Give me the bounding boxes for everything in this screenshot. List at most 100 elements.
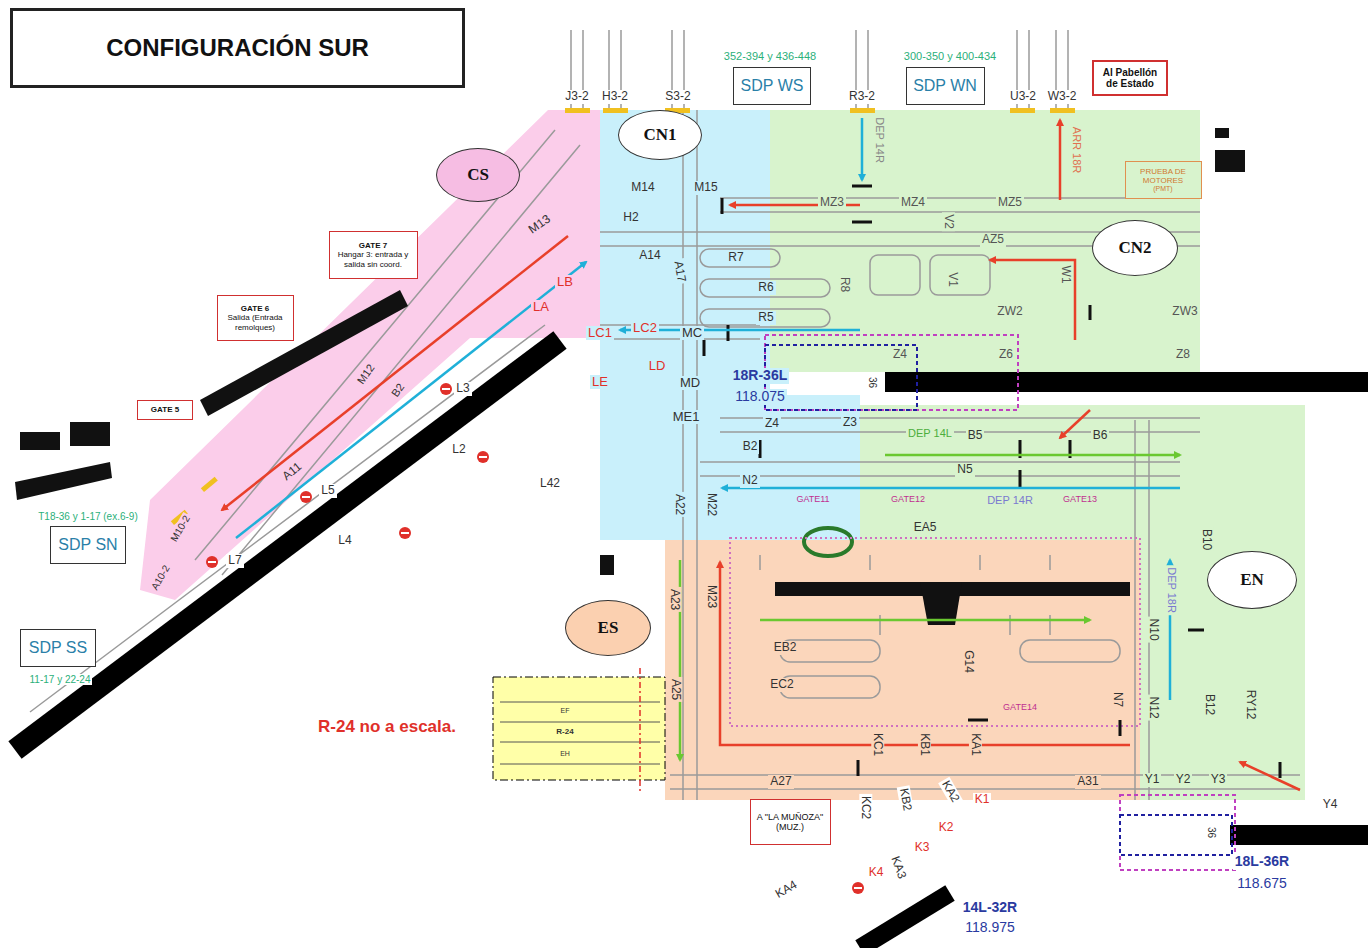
- map-label: RY12: [1243, 688, 1256, 722]
- taxiway-outline: [30, 130, 580, 712]
- taxiway-outline: [1020, 640, 1120, 662]
- map-label: A27: [768, 775, 793, 788]
- traffic-flow-arrow: [990, 260, 1075, 340]
- building: [15, 462, 112, 500]
- map-label: Y2: [1174, 773, 1193, 786]
- sector-box: SDP SN: [50, 526, 126, 564]
- map-label: A25: [669, 677, 682, 702]
- map-label: Y3: [1209, 773, 1228, 786]
- map-label: 118.975: [963, 920, 1017, 935]
- map-label: EA5: [912, 521, 939, 534]
- building: [920, 582, 962, 625]
- zone-ellipse: CN1: [618, 110, 702, 160]
- map-label: MZ3: [818, 196, 846, 209]
- map-label: B5: [966, 429, 985, 442]
- gate-box: GATE 6Salida (Entrada remolques): [217, 295, 294, 341]
- taxiway-outline: [571, 30, 1068, 110]
- map-label: R5: [756, 311, 775, 324]
- map-label: L7: [226, 554, 243, 567]
- map-label: EC2: [768, 678, 795, 691]
- map-label: B10: [1200, 527, 1213, 552]
- map-label: N7: [1111, 690, 1124, 709]
- map-label: KC2: [859, 794, 872, 821]
- sector-box: SDP WS: [733, 67, 811, 105]
- sector-box: SDP SS: [20, 629, 96, 667]
- map-label: KB1: [917, 732, 930, 759]
- map-label: Y1: [1143, 773, 1162, 786]
- box-heading: CS: [467, 165, 489, 185]
- map-label: AZ5: [980, 233, 1006, 246]
- map-label: R-24 no a escala.: [316, 718, 458, 737]
- zone-fill: [665, 540, 1140, 800]
- taxiway-outline: [30, 30, 1300, 800]
- map-label: LC2: [631, 321, 659, 335]
- map-label: V1: [945, 271, 958, 290]
- map-label: MZ5: [996, 196, 1024, 209]
- runway: [15, 340, 560, 750]
- map-label: LB: [555, 275, 575, 289]
- map-label: GATE13: [1061, 495, 1099, 505]
- map-label: J3-2: [563, 90, 590, 103]
- box-heading: SDP WN: [913, 77, 977, 95]
- map-label: K1: [973, 793, 992, 806]
- map-label: M23: [705, 583, 718, 610]
- map-label: 300-350 y 400-434: [902, 50, 998, 62]
- map-label: ZW2: [995, 305, 1024, 318]
- map-label: 11-17 y 22-24: [28, 674, 93, 685]
- map-label: T18-36 y 1-17 (ex.6-9): [36, 511, 140, 522]
- no-entry-marker: [206, 383, 864, 894]
- box-heading: GATE 6: [241, 304, 269, 313]
- building: [1215, 128, 1229, 138]
- map-label: ARR 18R: [1071, 125, 1083, 175]
- gate-box: GATE 7Hangar 3: entrada y salida sin coo…: [329, 231, 418, 279]
- map-label: EF: [559, 707, 572, 715]
- taxiway-outline: [700, 279, 830, 297]
- map-label: 36: [1207, 824, 1218, 839]
- no-entry-marker: [208, 389, 862, 888]
- building: [70, 422, 110, 446]
- traffic-flow-arrow: [861, 118, 864, 180]
- direction-box: Al Pabellón de Estado: [1092, 60, 1168, 96]
- map-label: N12: [1146, 695, 1159, 721]
- zone-ellipse: ES: [565, 600, 651, 656]
- map-label: A31: [1075, 775, 1100, 788]
- holding-bar: [603, 108, 628, 113]
- map-label: Z3: [841, 416, 859, 429]
- stop-bar: [704, 186, 1280, 778]
- map-label: N10: [1146, 617, 1159, 643]
- map-label: 352-394 y 436-448: [722, 50, 818, 62]
- building: [20, 432, 60, 450]
- box-heading: CN2: [1118, 238, 1151, 258]
- zone-fill: [140, 110, 1305, 800]
- building: [15, 128, 1245, 625]
- map-label: W3-2: [1046, 90, 1079, 103]
- map-label: L3: [454, 382, 471, 395]
- map-label: Y4: [1321, 798, 1340, 811]
- map-label: B2: [741, 440, 760, 453]
- box-heading: PRUEBA DE MOTORES: [1131, 167, 1196, 185]
- box-heading: ES: [598, 618, 619, 638]
- map-label: V2: [941, 213, 954, 232]
- box-heading: A "LA MUÑOZA" (MUZ.): [756, 812, 825, 833]
- title-box: CONFIGURACIÓN SUR: [10, 8, 465, 88]
- title-text: CONFIGURACIÓN SUR: [106, 34, 369, 62]
- map-label: H2: [621, 211, 640, 224]
- engine-test-box: PRUEBA DE MOTORES(PMT): [1125, 161, 1202, 198]
- dashed-frame: [1120, 795, 1235, 870]
- taxiway-outline: [670, 418, 1300, 789]
- taxiway-outline: [700, 249, 780, 267]
- map-label: L4: [336, 534, 353, 547]
- runway-24-inset: [493, 668, 665, 792]
- map-label: L42: [538, 477, 562, 490]
- map-label: KB2: [896, 786, 914, 815]
- box-text: Salida (Entrada remolques): [223, 313, 288, 331]
- map-label: LD: [647, 359, 668, 373]
- map-label: 18R-36L: [731, 368, 789, 383]
- direction-box: A "LA MUÑOZA" (MUZ.): [750, 799, 831, 845]
- map-label: R-24: [554, 728, 575, 737]
- runway-24-inset: [493, 677, 665, 780]
- map-label: LE: [590, 375, 610, 389]
- box-heading: Al Pabellón de Estado: [1099, 67, 1161, 90]
- map-label: R6: [756, 281, 775, 294]
- map-label: EH: [558, 750, 572, 758]
